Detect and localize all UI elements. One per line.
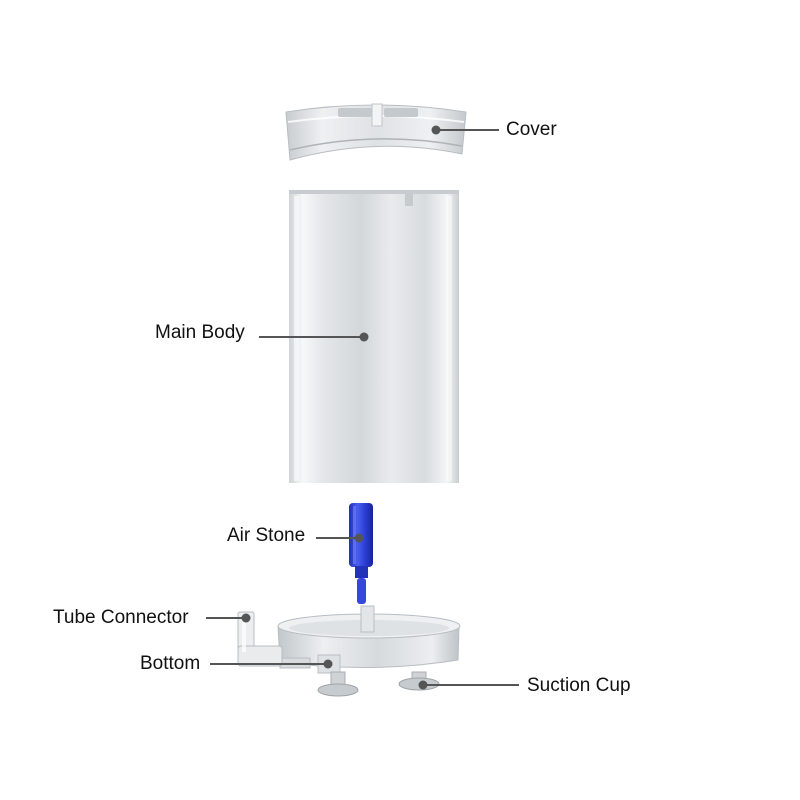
tube-connector-part xyxy=(237,611,283,667)
label-suction-cup: Suction Cup xyxy=(527,675,631,696)
suction-cup-right xyxy=(398,671,440,691)
label-air-stone: Air Stone xyxy=(227,525,306,546)
anchor-dot-tube-connector xyxy=(241,613,251,623)
suction-cup-left xyxy=(317,671,359,697)
label-main-body: Main Body xyxy=(155,322,245,343)
anchor-dot-bottom xyxy=(323,659,333,669)
anchor-dot-cover xyxy=(431,125,441,135)
anchor-dot-main-body xyxy=(359,332,369,342)
anchor-dot-suction-cup xyxy=(418,680,428,690)
anchor-dot-air-stone xyxy=(354,533,364,543)
label-cover: Cover xyxy=(506,119,557,140)
bottom-part xyxy=(277,605,461,674)
air-stone-part xyxy=(349,503,373,604)
label-tube-connector: Tube Connector xyxy=(53,607,189,628)
label-bottom: Bottom xyxy=(140,653,201,674)
cover-part xyxy=(285,103,467,161)
